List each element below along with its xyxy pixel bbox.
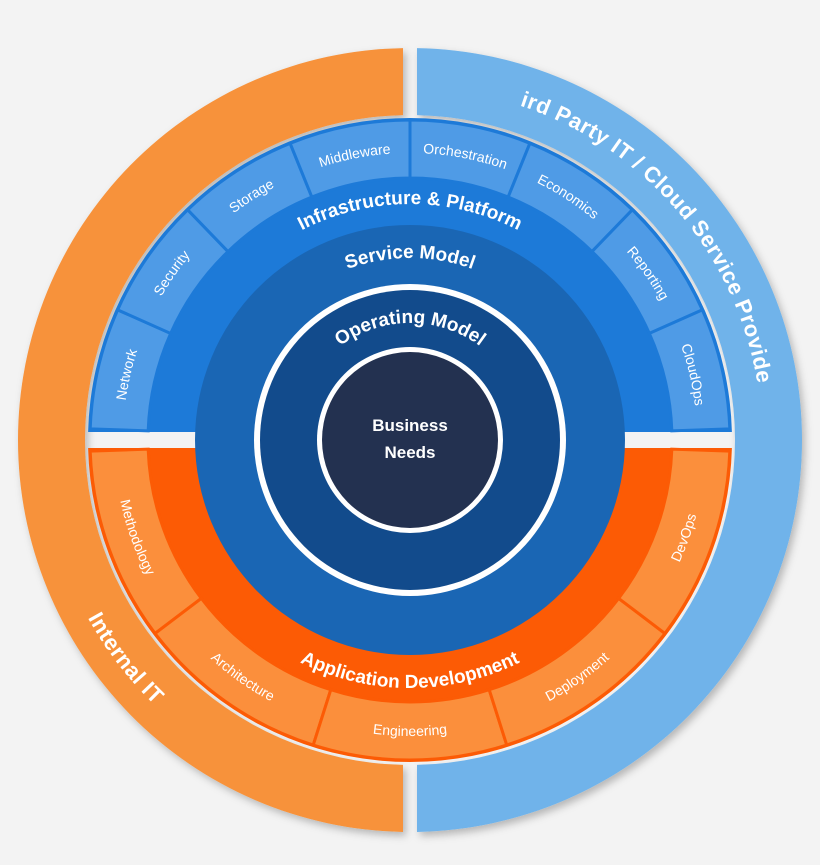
app-segment-label: Engineering [372,721,447,739]
business-needs-core: Business Needs [317,347,503,533]
third-party-half-ring [417,48,802,832]
core-label-line2: Needs [384,443,435,462]
app-segment-deployment [487,596,667,747]
core-disc [322,352,498,528]
app-segment-devops [616,447,732,636]
core-label-line1: Business [372,416,448,435]
internal-it-half-ring [18,48,404,832]
app-segment-engineering [311,687,509,762]
app-segment-methodology [88,447,204,636]
infra-segment-cloudops [647,307,732,433]
app-segment-architecture [153,596,333,747]
application-development-ring: MethodologyArchitectureEngineeringDeploy… [88,447,732,763]
